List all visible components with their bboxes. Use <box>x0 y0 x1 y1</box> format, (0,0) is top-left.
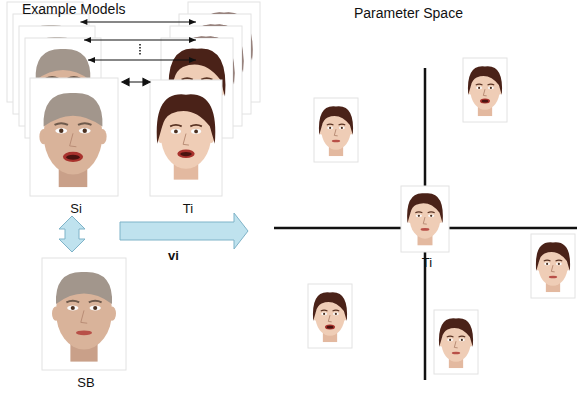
face-model: SB <box>42 252 130 390</box>
correspondence-arrow <box>122 79 150 86</box>
model-label: Ti <box>398 255 456 270</box>
face-model: Ti <box>150 70 226 216</box>
face-model: Si <box>30 70 122 216</box>
model-label: Ti <box>150 201 226 216</box>
model-label: SB <box>42 375 130 390</box>
caption-label: Example Models <box>22 1 126 17</box>
pairing-arrow <box>59 216 85 252</box>
caption-label: vi <box>168 248 179 263</box>
caption-label: Parameter Space <box>354 5 463 21</box>
model-label: Si <box>30 201 122 216</box>
face-model: Ti <box>398 184 456 270</box>
